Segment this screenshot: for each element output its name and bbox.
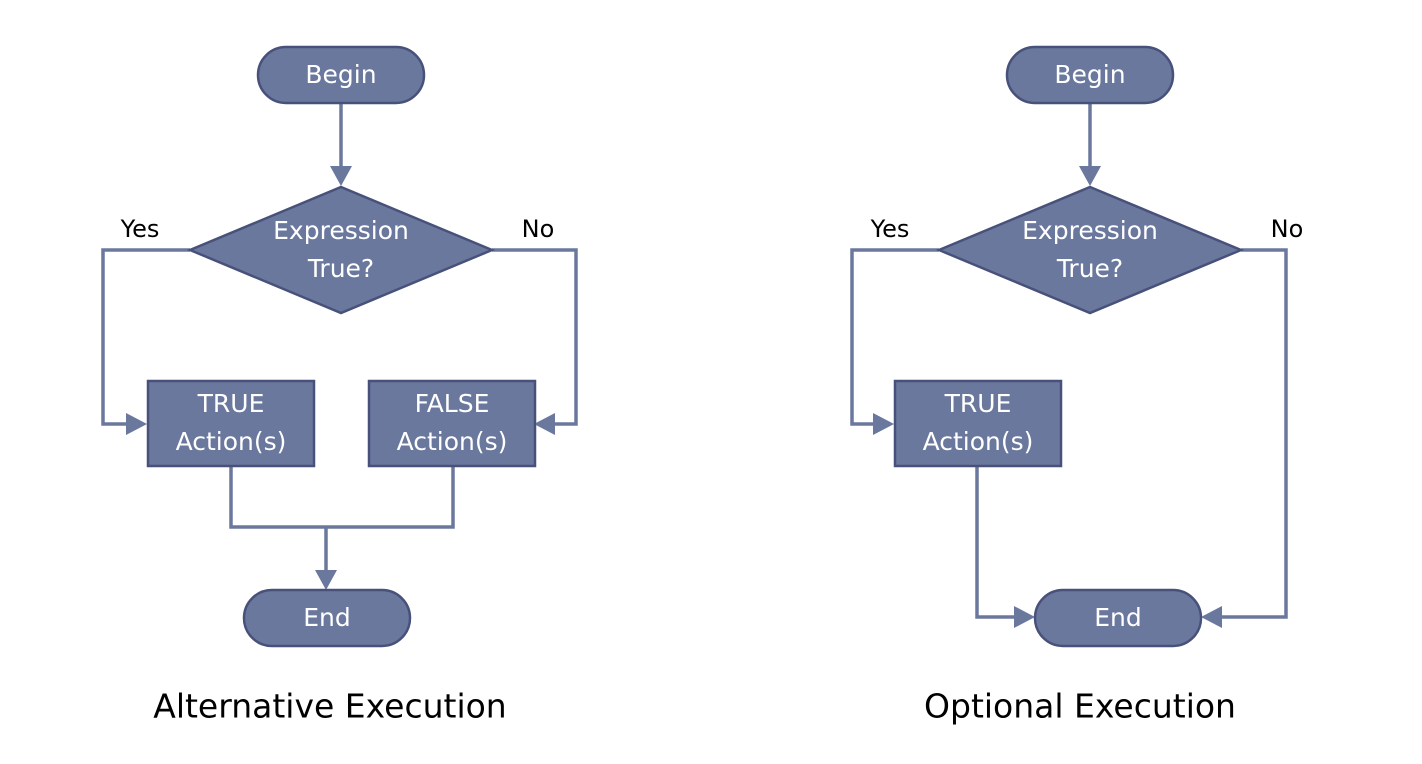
false-action-label-line2: Action(s) <box>397 427 508 456</box>
yes-branch-connector <box>101 248 190 426</box>
true-action-box: TRUE Action(s) <box>893 379 1063 468</box>
begin-label: Begin <box>305 60 376 89</box>
no-branch-connector <box>1219 248 1288 619</box>
alternative-execution-diagram: Begin Expression True? Yes No TRUE Actio… <box>101 45 578 726</box>
true-to-end-connector <box>975 466 1016 619</box>
end-label: End <box>303 603 351 632</box>
no-branch-arrowhead <box>1201 606 1222 628</box>
true-action-box: TRUE Action(s) <box>146 379 316 468</box>
no-branch-label: No <box>522 215 555 243</box>
end-terminator: End <box>1033 588 1203 648</box>
yes-branch-label: Yes <box>120 215 160 243</box>
no-branch-arrowhead <box>534 413 555 435</box>
optional-execution-diagram: Begin Expression True? Yes No TRUE Actio… <box>850 45 1304 726</box>
begin-terminator: Begin <box>1005 45 1175 105</box>
no-branch-connector <box>492 248 578 426</box>
yes-branch-arrowhead <box>126 413 147 435</box>
begin-to-decision-arrowhead <box>1079 166 1101 186</box>
begin-label: Begin <box>1054 60 1125 89</box>
true-action-label-line1: TRUE <box>197 389 265 418</box>
true-to-end-arrowhead <box>1014 606 1035 628</box>
yes-branch-label: Yes <box>870 215 910 243</box>
true-action-label-line1: TRUE <box>944 389 1012 418</box>
decision-label-line1: Expression <box>273 216 409 245</box>
end-label: End <box>1094 603 1142 632</box>
optional-caption: Optional Execution <box>924 687 1236 726</box>
begin-terminator: Begin <box>256 45 426 105</box>
decision-label-line2: True? <box>1056 254 1123 283</box>
decision-label-line1: Expression <box>1022 216 1158 245</box>
alternative-connectors <box>101 103 578 590</box>
false-action-box: FALSE Action(s) <box>367 379 537 468</box>
end-terminator: End <box>242 588 412 648</box>
true-action-label-line2: Action(s) <box>176 427 287 456</box>
begin-to-decision-arrowhead <box>330 166 352 186</box>
alternative-caption: Alternative Execution <box>153 687 506 726</box>
decision-label-line2: True? <box>307 254 374 283</box>
yes-branch-arrowhead <box>873 413 894 435</box>
merge-to-end-arrowhead <box>315 570 337 590</box>
true-action-label-line2: Action(s) <box>923 427 1034 456</box>
decision-diamond: Expression True? <box>935 185 1245 315</box>
no-branch-label: No <box>1271 215 1304 243</box>
merge-connector <box>229 466 455 529</box>
false-action-label-line1: FALSE <box>415 389 490 418</box>
optional-connectors <box>850 103 1288 628</box>
yes-branch-connector <box>850 248 939 426</box>
decision-diamond: Expression True? <box>186 185 496 315</box>
